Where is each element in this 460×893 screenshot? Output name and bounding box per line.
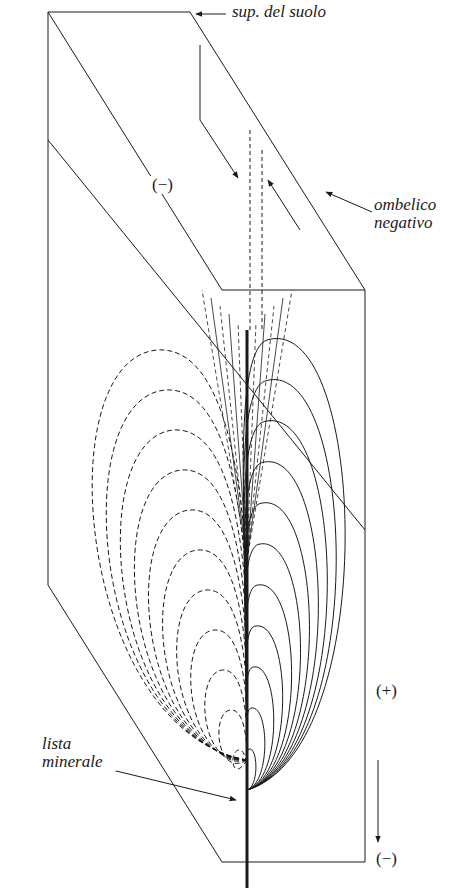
dashed-curve [205,670,247,761]
part-label: ombelico negativo [372,196,456,232]
equipotential-lines [92,130,345,790]
dashed-curve [92,350,247,760]
field-line [247,314,265,560]
solid-curve [244,421,327,790]
projection-line [262,150,263,330]
field-line [202,290,247,560]
polarity-sign: (+) [374,682,399,700]
polarity-sign: (−) [150,176,175,194]
field-line [220,306,247,560]
part-label: lista minerale [40,735,116,771]
field-line [247,306,274,560]
current-arrows [112,14,378,842]
polarity-sign: (−) [374,850,399,868]
solid-curve [245,503,310,790]
solid-curve [244,380,337,790]
field-line [211,298,247,560]
dashed-curve [106,390,247,760]
part-label: sup. del suolo [230,3,328,21]
mineral-vein [246,330,249,888]
dashed-curve [134,470,247,760]
field-line [247,298,283,560]
solid-curve [246,708,265,790]
projection-line [250,130,251,330]
dashed-curve [120,430,247,760]
field-line [229,314,247,560]
dashed-curve [148,510,247,760]
dashed-curve [163,550,247,760]
solid-curve [246,626,283,790]
field-line [247,290,292,560]
dashed-curve [177,590,247,760]
